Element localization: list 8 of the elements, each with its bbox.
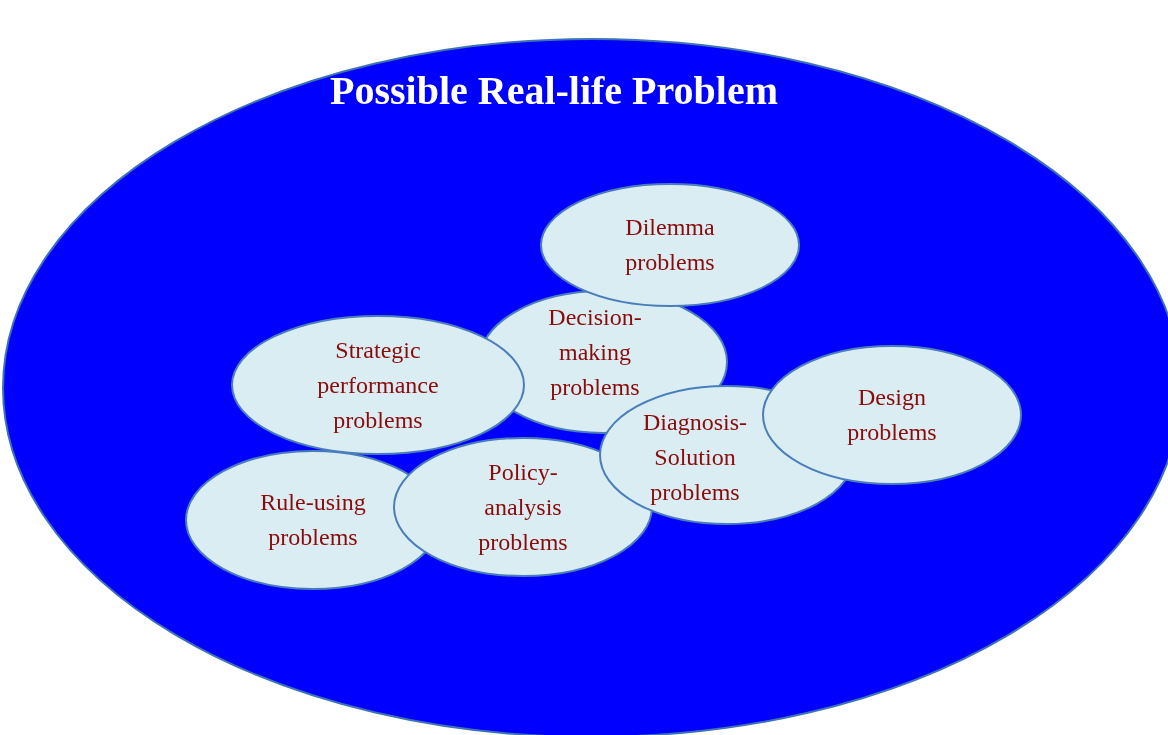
problem-label: Diagnosis- Solution problems [642,407,748,507]
problem-label: Design problems [846,383,938,447]
problem-label: Policy- analysis problems [477,457,569,557]
problem-label: Dilemma problems [624,213,716,277]
problem-label: Strategic performance problems [316,335,440,435]
problem-label: Decision- making problems [547,302,643,402]
problem-label: Rule-using problems [259,488,367,552]
ellipse-heading: Possible Real-life Problem [328,68,780,114]
